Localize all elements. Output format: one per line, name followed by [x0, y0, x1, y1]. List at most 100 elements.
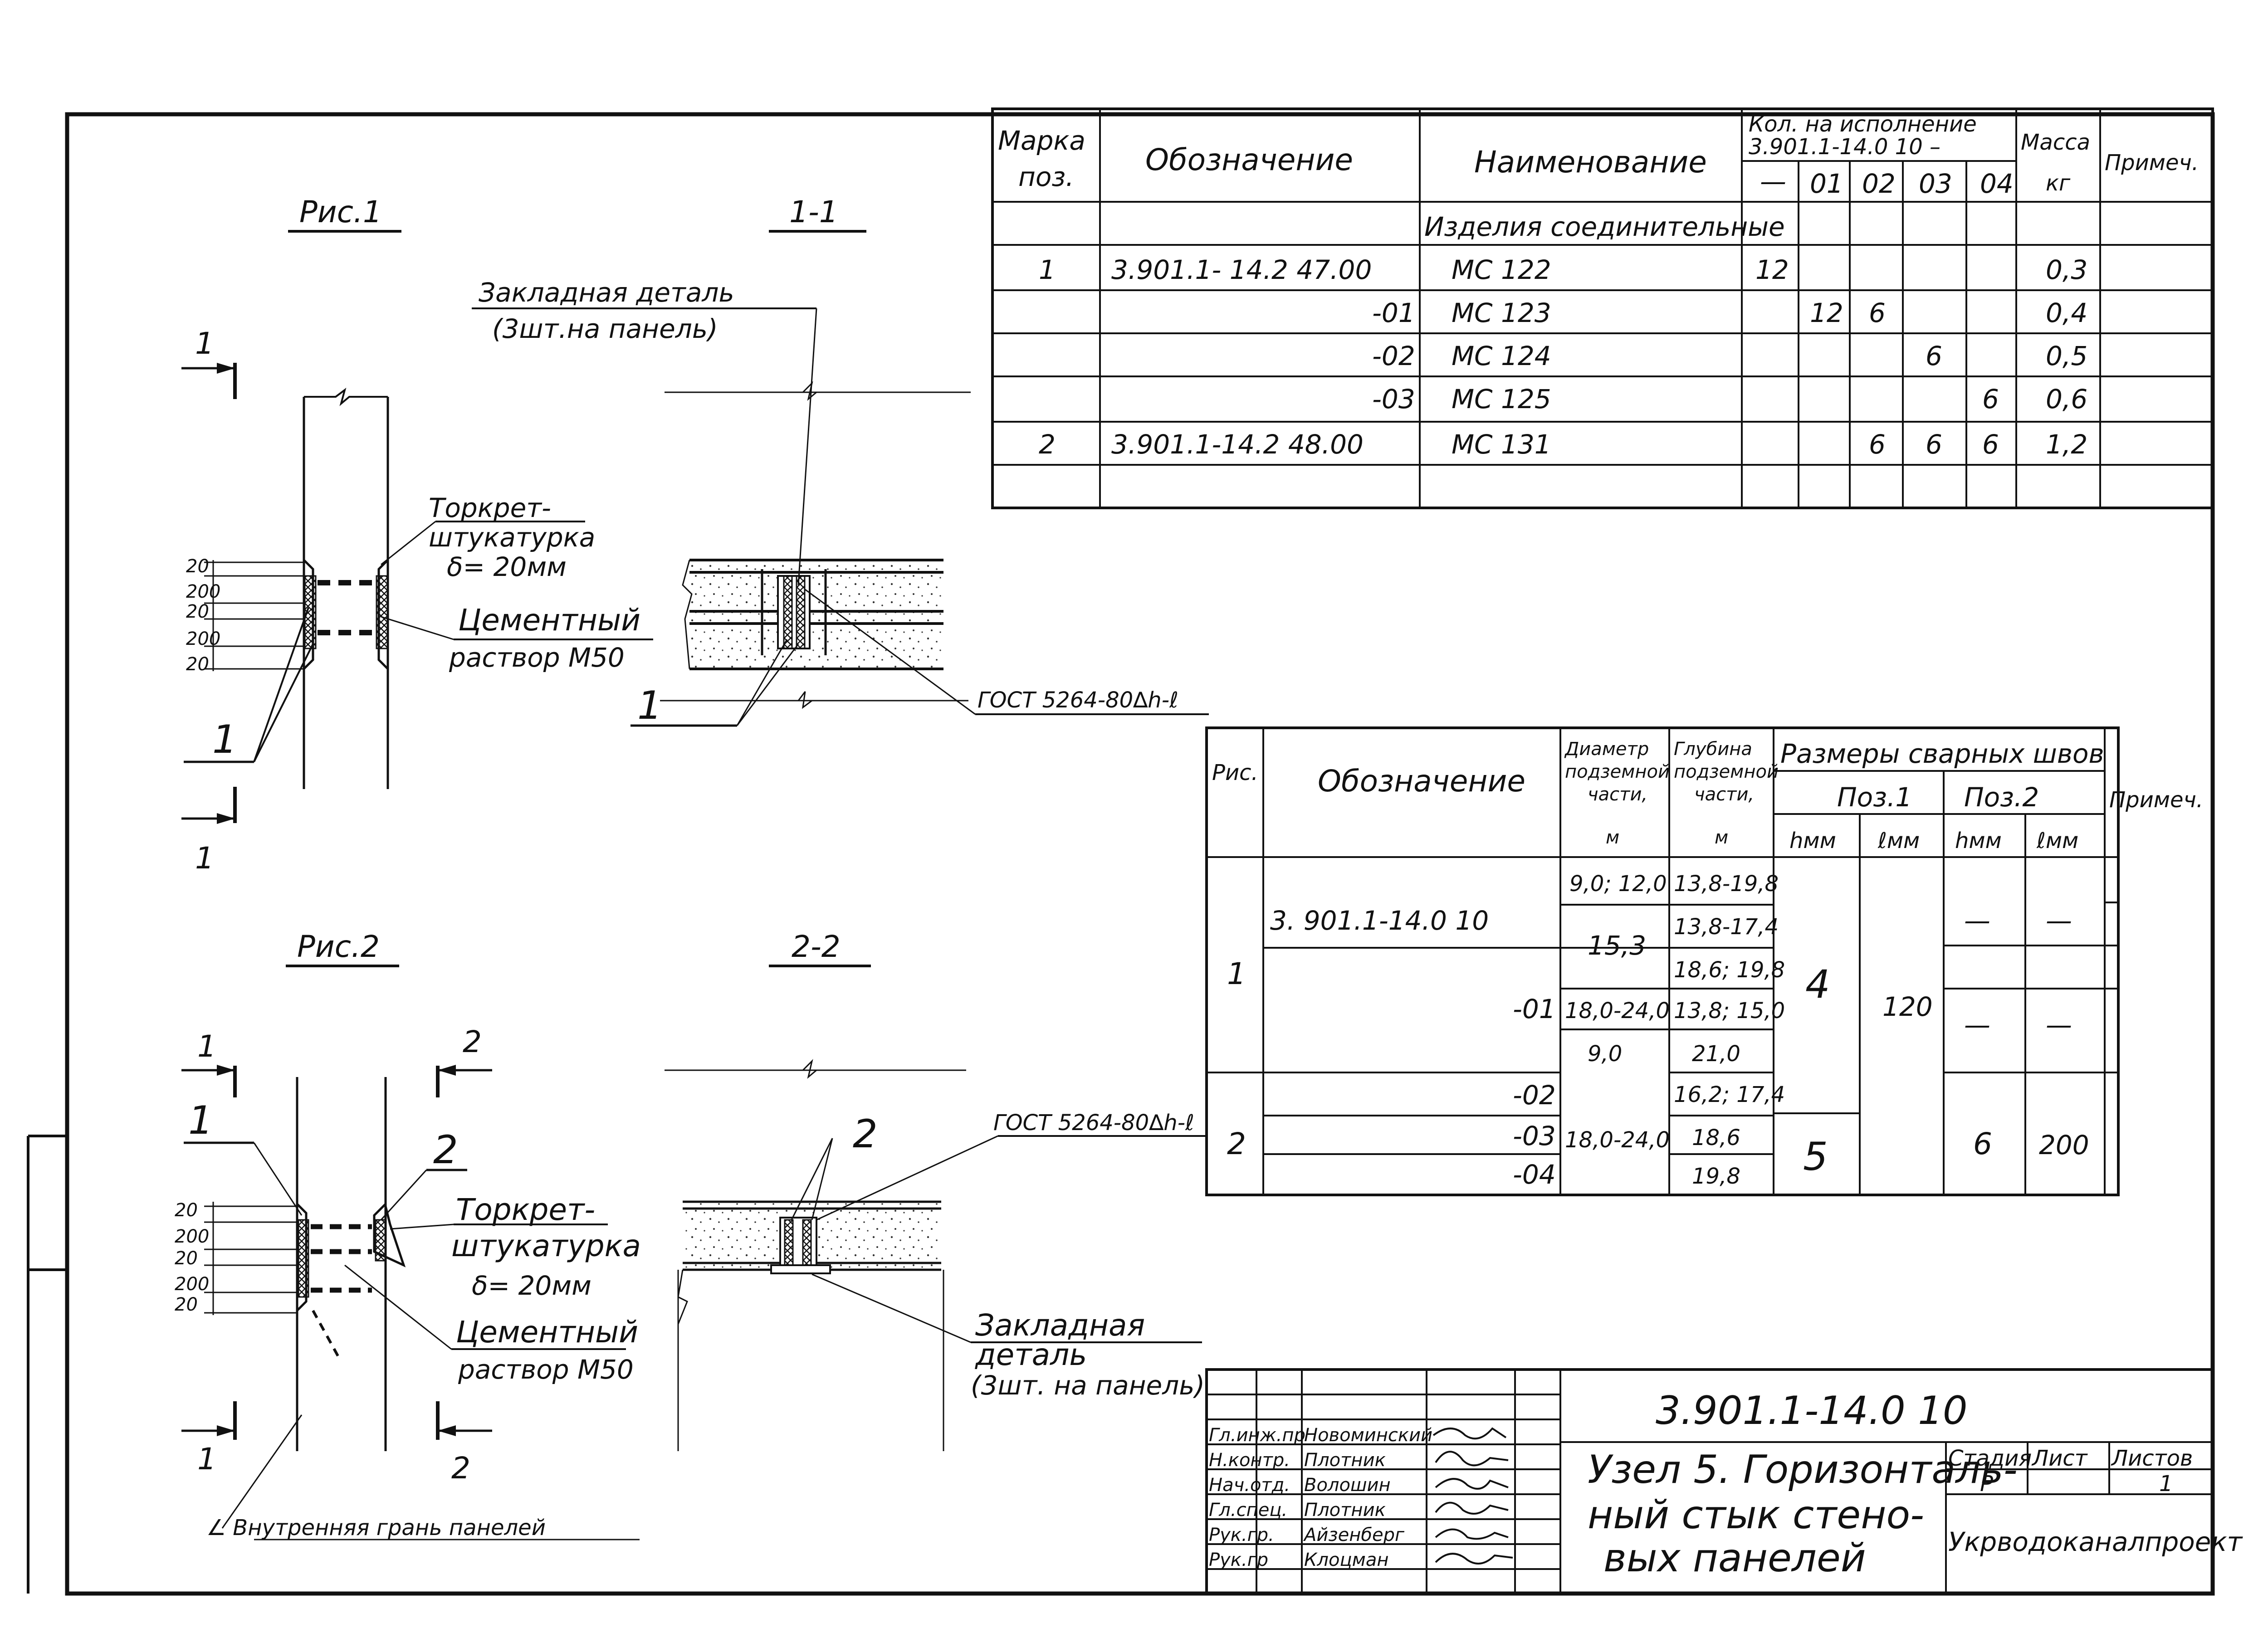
spec-r1-mass: 0,3: [2046, 254, 2087, 285]
tb-role-3: Нач.отд.: [1209, 1475, 1290, 1496]
spec-r4-q4: 6: [1982, 384, 1999, 414]
weld-depth-1: 13,8-19,8: [1674, 871, 1779, 897]
weld-table-text: Рис. Обозначение Диаметр подземной части…: [1212, 738, 2203, 1190]
weld-des-02: -02: [1513, 1080, 1556, 1111]
spec-h-qty-1: Кол. на исполнение: [1749, 112, 1977, 137]
mortar-label-2b: раствор М50: [458, 1354, 634, 1385]
weld-depth-5: 21,0: [1692, 1041, 1740, 1067]
weld-diam-5: 18,0-24,0: [1565, 1127, 1670, 1153]
weld-h-diam-2: подземной: [1565, 761, 1670, 782]
fig2-dim-2: 200: [175, 1226, 209, 1247]
weld-h-depth-4: м: [1715, 827, 1728, 848]
spec-r4-des: -03: [1372, 384, 1415, 414]
weld-h-fig: Рис.: [1212, 760, 1258, 785]
weld-l2-c: 200: [2039, 1130, 2089, 1160]
spec-r5-mass: 1,2: [2046, 429, 2087, 460]
weld-h-diam-4: м: [1606, 827, 1619, 848]
fig1-cut-mark-top: 1: [195, 326, 214, 361]
embedded-label-2a: Закладная: [975, 1308, 1145, 1343]
weld-h-h1: hмм: [1789, 828, 1836, 853]
weld-diam-4: 9,0: [1588, 1041, 1622, 1067]
spec-r2-q2: 6: [1869, 297, 1886, 328]
fig1-cut-mark-bottom: 1: [195, 841, 214, 876]
spec-table-text: Марка поз. Обозначение Наименование Кол.…: [998, 112, 2199, 460]
embedded-label-2b: деталь: [975, 1337, 1087, 1372]
tb-sheets-label: Листов: [2111, 1446, 2193, 1471]
spec-r5-name: МС 131: [1452, 429, 1551, 460]
fig1-dim-3: 20: [186, 601, 209, 622]
weld-l1-a: 120: [1882, 991, 1933, 1022]
gost-label-2: ГОСТ 5264-80∆h-ℓ: [993, 1110, 1194, 1136]
sec11-title: 1-1: [789, 195, 838, 229]
fig2-title: Рис.2: [297, 929, 380, 964]
embedded-label-2c: (3шт. на панель): [971, 1370, 1205, 1401]
spec-r1-des: 3.901.1- 14.2 47.00: [1111, 254, 1372, 285]
weld-h2-c: 6: [1973, 1126, 1992, 1161]
tb-title-3: вых панелей: [1603, 1535, 1866, 1581]
embedded-label-1b: (3шт.на панель): [492, 313, 718, 344]
spec-group: Изделия соединительные: [1424, 211, 1785, 242]
weld-depth-4: 13,8; 15,0: [1674, 998, 1785, 1024]
weld-fig-1: 1: [1227, 956, 1246, 991]
spec-r5-des: 3.901.1-14.2 48.00: [1111, 429, 1364, 460]
sheet-frame: [65, 112, 2215, 1596]
tb-role-5: Рук.гр.: [1209, 1525, 1274, 1545]
weld-h2-b: —: [1964, 1009, 1990, 1040]
figure-1: Рис.1 1 20 200 20 200: [181, 195, 653, 876]
fig2-cut-mark-top: 1: [197, 1029, 216, 1064]
spec-r2-q1: 12: [1810, 297, 1843, 328]
fig1-dim-2: 200: [186, 581, 220, 602]
weld-des-03: -03: [1513, 1121, 1556, 1151]
spec-h-designation: Обозначение: [1145, 142, 1353, 177]
weld-h-pos1: Поз.1: [1837, 782, 1912, 813]
gunite-label-2b: штукатурка: [451, 1228, 641, 1263]
spec-r2-name: МС 123: [1452, 297, 1551, 328]
fig2-cut-mark-bottom-2: 2: [451, 1451, 470, 1486]
spec-h-mass-1: Масса: [2021, 130, 2090, 155]
sec22-title: 2-2: [792, 929, 841, 964]
mortar-label-1b: раствор М50: [449, 642, 625, 673]
weld-depth-7: 18,6: [1692, 1125, 1740, 1150]
weld-h-sizes: Размеры сварных швов: [1780, 738, 2104, 769]
weld-h-designation: Обозначение: [1318, 764, 1525, 799]
fig2-cut-mark-bottom: 1: [197, 1442, 216, 1477]
spec-r2-des: -01: [1372, 297, 1415, 328]
tb-role-6: Рук.гр: [1209, 1550, 1268, 1570]
fig1-dim-1: 20: [186, 556, 209, 577]
spec-r1-pos: 1: [1039, 254, 1056, 285]
spec-h-mark-1: Марка: [998, 125, 1085, 156]
weld-depth-8: 19,8: [1692, 1164, 1740, 1189]
weld-depth-6: 16,2; 17,4: [1674, 1082, 1785, 1107]
weld-h-diam-1: Диаметр: [1564, 739, 1649, 760]
title-block-text: Гл.инж.пр Новоминский Н.контр. Плотник Н…: [1209, 1388, 2243, 1581]
spec-h-qty-2: 3.901.1-14.0 10 –: [1749, 134, 1941, 160]
signatures: [1432, 1427, 1513, 1565]
fig1-pos-mark: 1: [212, 717, 237, 762]
weld-table: [1205, 726, 2120, 1196]
weld-h-h2: hмм: [1955, 828, 2002, 853]
section-2-2: 2-2 2 ГОСТ 5264-80∆h-ℓ Закладная деталь …: [665, 929, 1207, 1451]
spec-r2-mass: 0,4: [2046, 297, 2087, 328]
weld-h-depth-2: подземной: [1674, 761, 1779, 782]
spec-h-qty-3c: 03: [1919, 168, 1952, 199]
spec-r5-q3: 6: [1926, 429, 1942, 460]
fig1-title: Рис.1: [299, 195, 382, 229]
tb-org: Укрводоканалпроект: [1948, 1526, 2243, 1557]
weld-fig-2: 2: [1227, 1126, 1246, 1161]
weld-h-diam-3: части,: [1588, 784, 1647, 805]
weld-diam-1: 9,0; 12,0: [1569, 871, 1667, 897]
weld-diam-3: 18,0-24,0: [1565, 998, 1670, 1024]
spec-h-mark-2: поз.: [1018, 161, 1074, 192]
fig2-dim-1: 20: [175, 1200, 198, 1221]
spec-r3-mass: 0,5: [2046, 341, 2087, 371]
spec-table: [991, 107, 2214, 509]
tb-name-1: Новоминский: [1304, 1425, 1432, 1446]
mortar-label-2a: Цементный: [456, 1315, 638, 1350]
tb-name-3: Волошин: [1304, 1475, 1391, 1496]
tb-title-2: ный стык стено-: [1588, 1492, 1924, 1538]
weld-depth-3: 18,6; 19,8: [1674, 957, 1785, 983]
tb-name-6: Клоцман: [1304, 1550, 1389, 1570]
embedded-label-1: Закладная деталь: [479, 277, 734, 308]
fig1-dim-5: 20: [186, 654, 209, 675]
spec-h-qty-2c: 02: [1862, 168, 1896, 199]
